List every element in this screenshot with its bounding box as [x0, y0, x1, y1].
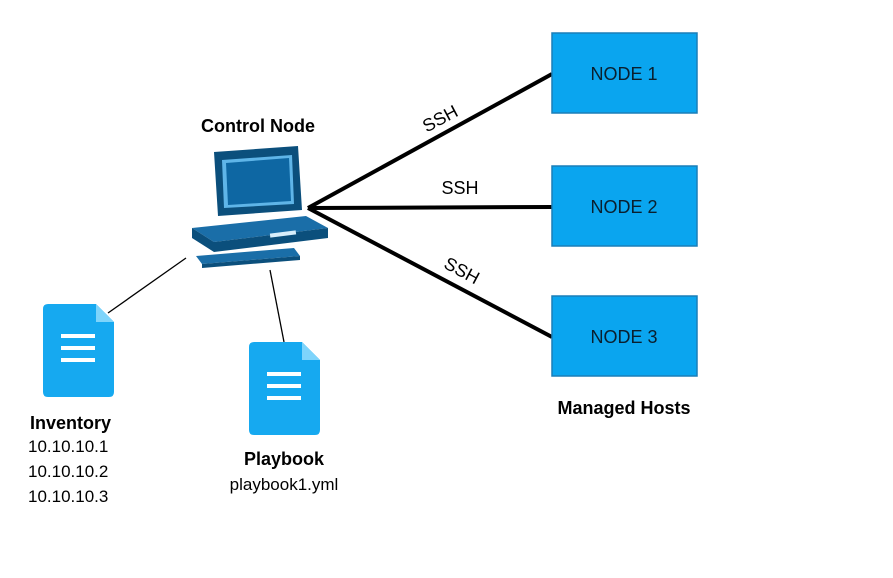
- ssh-links: [307, 72, 553, 339]
- computer-icon: [192, 146, 328, 268]
- ssh-label-1: SSH: [419, 101, 461, 136]
- node-3-label: NODE 3: [590, 327, 657, 347]
- inventory-connector: [107, 257, 187, 314]
- node-1-box: NODE 1: [551, 32, 698, 114]
- ssh-label-2: SSH: [441, 178, 478, 198]
- ssh-line-node-2: [307, 205, 553, 210]
- node-2-label: NODE 2: [590, 197, 657, 217]
- ssh-line-node-3: [307, 206, 553, 339]
- playbook-title: Playbook: [244, 449, 325, 469]
- playbook-filename: playbook1.yml: [230, 475, 339, 494]
- inventory-host-1: 10.10.10.1: [28, 437, 108, 456]
- inventory-host-2: 10.10.10.2: [28, 462, 108, 481]
- inventory-title: Inventory: [30, 413, 111, 433]
- node-1-label: NODE 1: [590, 64, 657, 84]
- playbook-connector: [269, 269, 285, 343]
- node-2-box: NODE 2: [551, 165, 698, 247]
- ssh-line-node-1: [307, 72, 553, 210]
- control-node-label: Control Node: [201, 116, 315, 136]
- managed-hosts-label: Managed Hosts: [557, 398, 690, 418]
- inventory-host-3: 10.10.10.3: [28, 487, 108, 506]
- playbook-document-icon: [249, 342, 320, 435]
- node-3-box: NODE 3: [551, 295, 698, 377]
- inventory-document-icon: [43, 304, 114, 397]
